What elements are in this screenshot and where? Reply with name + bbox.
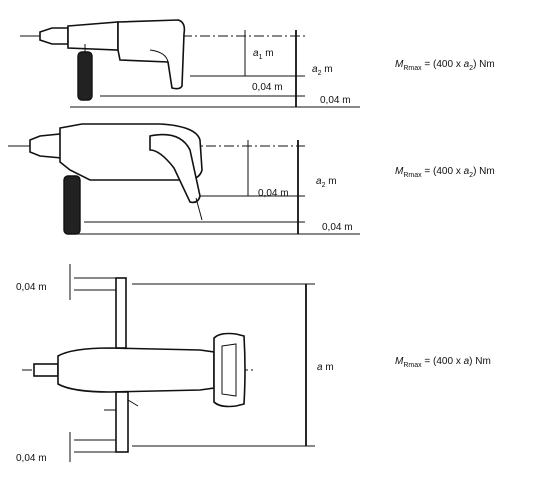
cord-2 [195, 197, 203, 221]
formula-3: MRmax = (400 x a) Nm [395, 356, 491, 369]
rear-handle-inner-3 [221, 343, 237, 397]
d-grip-2 [149, 133, 201, 204]
label-a1: a1 m [253, 48, 274, 61]
label-gap-bottom-3: 0,04 m [16, 453, 47, 464]
bit-3 [33, 363, 59, 377]
drill-body-1 [67, 21, 119, 51]
label-gap-small-2: 0,04 m [258, 188, 289, 199]
label-a2-1: a2 m [312, 64, 333, 77]
lower-side-handle-3 [115, 391, 129, 453]
label-gap-base-1: 0,04 m [320, 95, 351, 106]
label-a-3: a m [317, 362, 334, 373]
label-gap-base-2: 0,04 m [322, 222, 353, 233]
tool-body-3 [57, 347, 215, 393]
figure-3-top-view: 0,04 m 0,04 m a m MRmax = (400 x a) Nm [16, 264, 491, 464]
figure-2-rotary-hammer: 0,04 m a2 m 0,04 m MRmax = (400 x a2) Nm [8, 123, 495, 235]
figure-1-drill-with-side-handle: a1 m 0,04 m a2 m 0,04 m MRmax = (400 x a… [20, 19, 495, 108]
trigger-guard-1 [149, 49, 169, 63]
formula-2: MRmax = (400 x a2) Nm [395, 166, 495, 179]
drill-chuck-1 [39, 27, 69, 45]
formula-1: MRmax = (400 x a2) Nm [395, 59, 495, 72]
label-gap-small-1: 0,04 m [252, 82, 283, 93]
side-handle-1 [77, 51, 93, 101]
hammer-chuck-2 [29, 133, 63, 159]
pistol-grip-1 [117, 19, 186, 90]
label-gap-top-3: 0,04 m [16, 282, 47, 293]
upper-side-handle-3 [115, 277, 127, 349]
lower-handle-lever-3 [127, 399, 139, 407]
label-a2-2: a2 m [316, 176, 337, 189]
side-handle-2 [63, 175, 81, 235]
